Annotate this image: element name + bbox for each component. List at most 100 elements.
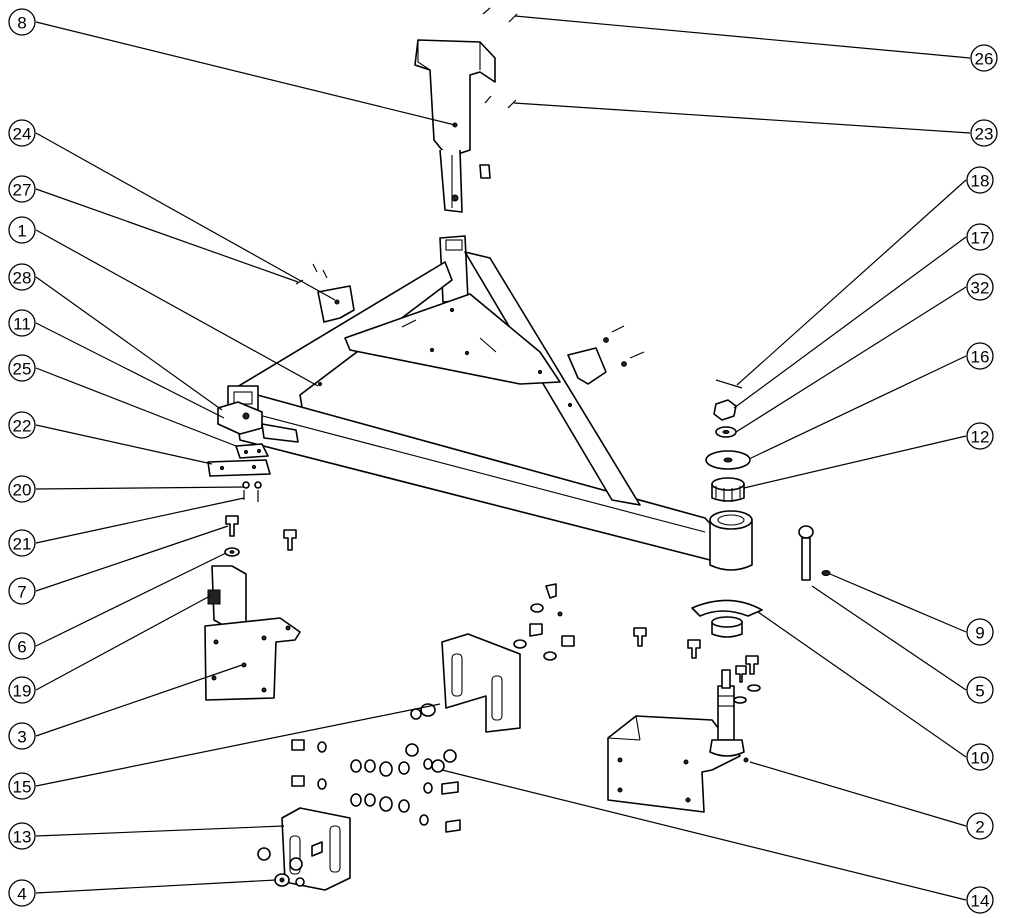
leader-28 bbox=[35, 276, 223, 411]
leader-20 bbox=[35, 486, 245, 490]
callout-label: 8 bbox=[17, 14, 26, 33]
callout-15: 15 bbox=[8, 772, 36, 800]
callout-label: 2 bbox=[975, 818, 984, 837]
callout-23: 23 bbox=[970, 119, 998, 147]
callout-label: 32 bbox=[971, 279, 990, 298]
callout-label: 22 bbox=[13, 417, 32, 436]
part-9-clip bbox=[821, 570, 831, 576]
callout-label: 4 bbox=[17, 885, 26, 904]
part-32-washer bbox=[715, 426, 737, 438]
part-2-hardware bbox=[633, 627, 761, 704]
callout-label: 19 bbox=[13, 682, 32, 701]
callout-label: 3 bbox=[17, 728, 26, 747]
callout-10: 10 bbox=[966, 743, 994, 771]
callout-25: 25 bbox=[8, 354, 36, 382]
leader-4 bbox=[35, 879, 277, 894]
leader-27 bbox=[35, 188, 299, 283]
callout-label: 21 bbox=[13, 535, 32, 554]
part-6-washer bbox=[224, 547, 240, 557]
callout-label: 15 bbox=[13, 778, 32, 797]
callout-label: 24 bbox=[13, 125, 32, 144]
callout-label: 18 bbox=[971, 172, 990, 191]
leader-18 bbox=[736, 179, 967, 386]
part-19-clamp bbox=[207, 565, 247, 629]
callout-label: 23 bbox=[975, 125, 994, 144]
callout-8: 8 bbox=[8, 8, 36, 36]
part-4-nut bbox=[274, 873, 290, 887]
part-22-plate bbox=[207, 459, 271, 477]
part-5-pin bbox=[798, 525, 814, 581]
callout-32: 32 bbox=[966, 273, 994, 301]
callout-16: 16 bbox=[966, 342, 994, 370]
leader-5 bbox=[811, 585, 967, 691]
callout-label: 9 bbox=[975, 624, 984, 643]
callout-2: 2 bbox=[966, 812, 994, 840]
callout-9: 9 bbox=[966, 618, 994, 646]
leader-1 bbox=[35, 229, 319, 387]
leader-26 bbox=[514, 15, 971, 59]
callout-21: 21 bbox=[8, 529, 36, 557]
part-15-channel bbox=[410, 633, 521, 733]
leader-6 bbox=[35, 552, 227, 647]
callout-label: 27 bbox=[13, 181, 32, 200]
leader-10 bbox=[757, 611, 967, 758]
part-28-lock bbox=[217, 401, 299, 443]
callout-label: 10 bbox=[971, 749, 990, 768]
leader-14 bbox=[441, 769, 967, 901]
leader-22 bbox=[35, 424, 213, 465]
part-12-bearing bbox=[711, 477, 745, 502]
callout-7: 7 bbox=[8, 577, 36, 605]
leader-lines bbox=[35, 15, 971, 901]
callout-22: 22 bbox=[8, 411, 36, 439]
callout-14: 14 bbox=[966, 886, 994, 914]
callout-24: 24 bbox=[8, 119, 36, 147]
callout-19: 19 bbox=[8, 676, 36, 704]
leader-16 bbox=[748, 355, 967, 460]
callout-label: 5 bbox=[975, 682, 984, 701]
leader-13 bbox=[35, 825, 285, 837]
callout-20: 20 bbox=[8, 475, 36, 503]
callout-label: 6 bbox=[17, 638, 26, 657]
part-20-screws bbox=[242, 481, 262, 502]
callout-label: 16 bbox=[971, 348, 990, 367]
callout-label: 28 bbox=[13, 269, 32, 288]
callout-17: 17 bbox=[966, 223, 994, 251]
callout-5: 5 bbox=[966, 676, 994, 704]
part-1-a-frame bbox=[227, 235, 753, 571]
callout-label: 1 bbox=[17, 222, 26, 241]
leader-19 bbox=[35, 595, 211, 691]
leader-2 bbox=[749, 761, 967, 827]
part-15-hardware bbox=[513, 583, 575, 661]
part-17-nut bbox=[713, 399, 737, 421]
leader-24 bbox=[35, 132, 336, 301]
callout-12: 12 bbox=[966, 422, 994, 450]
part-8-upright bbox=[414, 39, 496, 213]
callout-11: 11 bbox=[8, 309, 36, 337]
callout-label: 25 bbox=[13, 360, 32, 379]
callout-26: 26 bbox=[970, 44, 998, 72]
callout-3: 3 bbox=[8, 722, 36, 750]
part-18-pin bbox=[715, 379, 743, 389]
callout-label: 12 bbox=[971, 428, 990, 447]
callout-label: 17 bbox=[971, 229, 990, 248]
callout-27: 27 bbox=[8, 175, 36, 203]
callout-4: 4 bbox=[8, 879, 36, 907]
leader-8 bbox=[35, 21, 456, 126]
callout-1: 1 bbox=[8, 216, 36, 244]
part-25-plate bbox=[235, 443, 269, 459]
callout-label: 7 bbox=[17, 583, 26, 602]
leader-9 bbox=[829, 573, 967, 633]
part-14-hardware bbox=[291, 739, 461, 833]
part-10-plate bbox=[691, 599, 763, 638]
leader-3 bbox=[35, 664, 243, 737]
part-2-bracket bbox=[607, 669, 749, 813]
part-26-pins bbox=[482, 7, 518, 23]
leader-7 bbox=[35, 525, 229, 592]
leader-21 bbox=[35, 497, 245, 544]
callout-18: 18 bbox=[966, 166, 994, 194]
part-right-bracket bbox=[567, 325, 645, 385]
part-23-pins bbox=[484, 95, 517, 109]
callout-6: 6 bbox=[8, 632, 36, 660]
